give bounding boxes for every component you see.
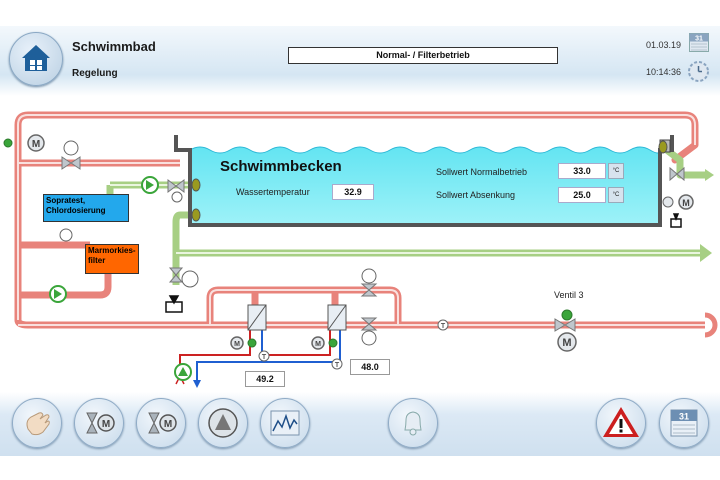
valve-icon — [167, 179, 185, 193]
valve-icon — [168, 267, 184, 283]
home-icon — [22, 45, 50, 71]
svg-text:T: T — [335, 362, 340, 369]
alarm-warning-icon — [603, 407, 639, 437]
page-subtitle: Regelung — [72, 68, 118, 79]
calendar-small-day: 31 — [695, 36, 703, 43]
bell-icon — [404, 411, 422, 436]
manual-mode-button[interactable] — [12, 398, 62, 448]
heat-exchanger-1 — [247, 304, 267, 331]
setpoint-lower-label: Sollwert Absenkung — [436, 190, 516, 200]
svg-text:M: M — [682, 198, 690, 208]
alarm-button[interactable] — [596, 398, 646, 448]
pump-icon — [141, 176, 159, 194]
temp1-value: 49.2 — [245, 371, 285, 387]
time-display: 10:14:36 — [646, 67, 682, 77]
setpoint-normal-input[interactable]: 33.0 — [558, 163, 606, 179]
svg-text:M: M — [562, 337, 571, 349]
water-temp-label: Wassertemperatur — [236, 187, 310, 197]
valve-motor-icon: M — [148, 412, 177, 434]
svg-text:T: T — [441, 323, 446, 330]
valve-control-button-1[interactable]: M — [74, 398, 124, 448]
valve-icon — [61, 156, 81, 170]
svg-text:M: M — [315, 341, 321, 348]
trend-button[interactable] — [260, 398, 310, 448]
trend-chart-icon — [270, 410, 300, 436]
setpoint-lower-unit: °C — [608, 187, 624, 203]
svg-text:M: M — [234, 341, 240, 348]
valve-motor-icon: M — [86, 412, 115, 434]
valve-icon — [554, 318, 576, 332]
setpoint-normal-label: Sollwert Normalbetrieb — [436, 167, 528, 177]
setpoint-lower-input[interactable]: 25.0 — [558, 187, 606, 203]
valve-icon — [360, 317, 378, 331]
svg-text:T: T — [262, 354, 267, 361]
valve-icon — [669, 166, 685, 182]
setpoint-normal-unit: °C — [608, 163, 624, 179]
svg-text:M: M — [32, 139, 40, 150]
valve-icon — [360, 283, 378, 297]
home-button[interactable] — [9, 32, 63, 86]
clock-icon[interactable] — [688, 61, 709, 82]
bell-button[interactable] — [388, 398, 438, 448]
hydraulic-diagram: M M M M M — [3, 111, 718, 388]
calendar-small-icon[interactable]: 31 — [689, 33, 709, 52]
date-display: 01.03.19 — [646, 40, 682, 50]
dosing-unit-box[interactable]: Sopratest, Chlordosierung — [43, 194, 129, 222]
page-title: Schwimmbad — [72, 39, 156, 54]
operating-mode-display[interactable]: Normal- / Filterbetrieb — [288, 47, 558, 64]
calendar-button[interactable]: 31 — [659, 398, 709, 448]
pool-title: Schwimmbecken — [220, 158, 342, 175]
calendar-icon: 31 — [670, 409, 698, 437]
svg-text:M: M — [102, 419, 110, 430]
water-temp-value: 32.9 — [332, 184, 374, 200]
hand-manual-icon — [26, 412, 50, 436]
valve3-label: Ventil 3 — [554, 290, 584, 300]
heat-exchanger-2 — [327, 304, 347, 331]
temp2-value: 48.0 — [350, 359, 390, 375]
svg-text:M: M — [164, 419, 172, 430]
pool-basin — [174, 135, 674, 227]
calendar-day: 31 — [679, 412, 689, 422]
pump-control-button[interactable] — [198, 398, 248, 448]
valve-control-button-2[interactable]: M — [136, 398, 186, 448]
drain-icon — [165, 213, 682, 313]
marble-filter-box[interactable]: Marmorkies- filter — [85, 244, 139, 274]
pump-icon — [208, 408, 238, 438]
